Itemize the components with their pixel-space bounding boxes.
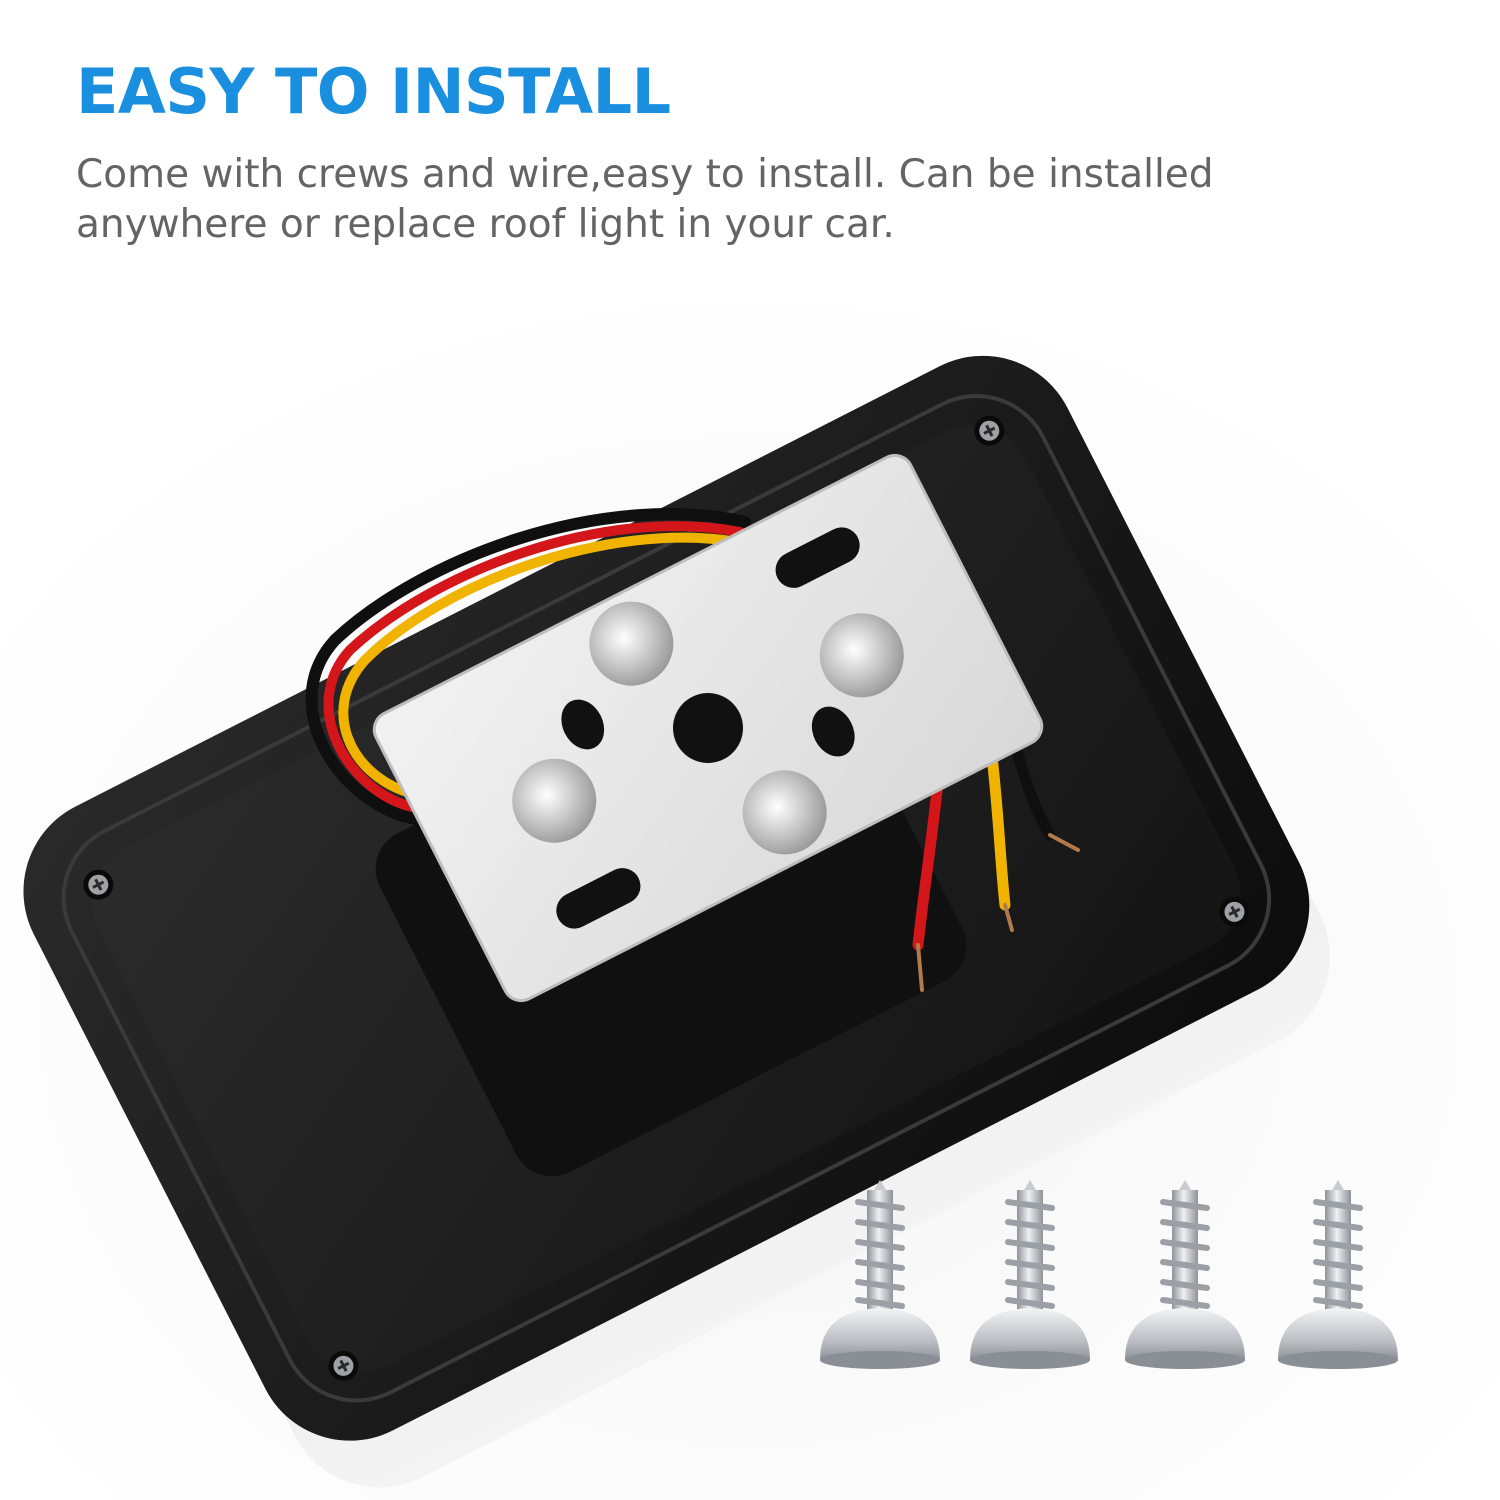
description: Come with crews and wire,easy to install…	[76, 152, 1214, 247]
headline: EASY TO INSTALL	[76, 55, 671, 128]
mounting-bracket	[372, 453, 1044, 1003]
